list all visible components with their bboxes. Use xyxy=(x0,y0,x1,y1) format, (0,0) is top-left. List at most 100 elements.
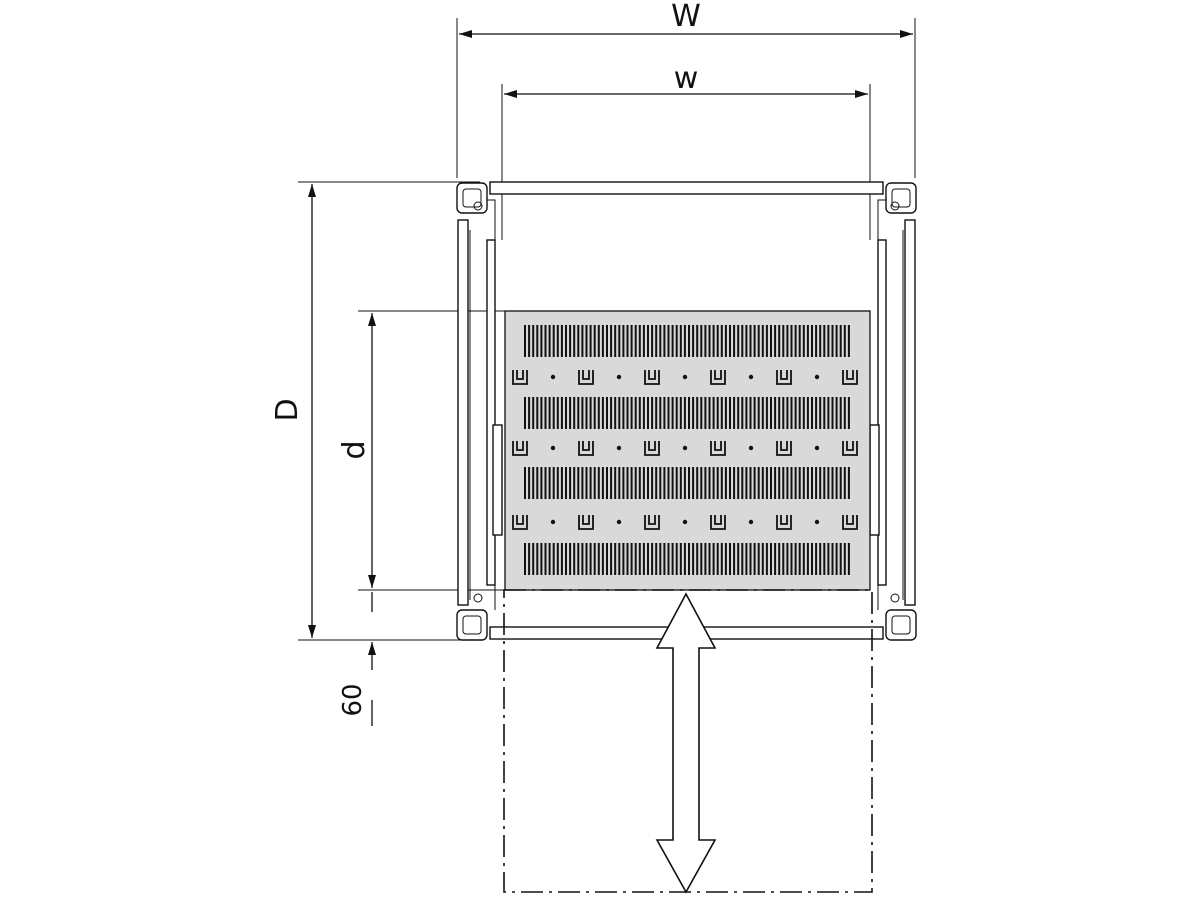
ventilation-slot xyxy=(831,397,834,429)
ventilation-slot xyxy=(765,467,768,499)
ventilation-slot xyxy=(655,325,658,357)
ventilation-slot xyxy=(712,543,715,575)
ventilation-slot xyxy=(577,325,580,357)
ventilation-slot xyxy=(790,543,793,575)
ventilation-slot xyxy=(524,543,526,575)
dimension-shelf-depth: d xyxy=(337,310,505,591)
ventilation-slot xyxy=(827,467,830,499)
ventilation-slot xyxy=(565,397,567,429)
ventilation-slot xyxy=(589,467,592,499)
ventilation-slot xyxy=(532,543,535,575)
ventilation-slot xyxy=(720,397,723,429)
ventilation-slot xyxy=(806,467,809,499)
ventilation-slot xyxy=(679,467,682,499)
cable-hook-rows xyxy=(512,370,858,530)
ventilation-slot xyxy=(630,543,633,575)
ventilation-slot xyxy=(802,397,805,429)
corner-post-bottom-left xyxy=(456,584,496,641)
label-shelf-depth: d xyxy=(337,440,372,459)
ventilation-slot xyxy=(544,543,547,575)
ventilation-slot xyxy=(581,543,584,575)
ventilation-slot xyxy=(847,543,850,575)
ventilation-slot xyxy=(724,543,727,575)
cable-hook xyxy=(512,515,528,530)
cable-hook xyxy=(842,370,858,385)
ventilation-slot xyxy=(630,397,633,429)
ventilation-slot xyxy=(659,543,662,575)
ventilation-slot xyxy=(802,325,805,357)
ventilation-slot xyxy=(765,325,768,357)
ventilation-slot xyxy=(560,325,563,357)
ventilation-slot xyxy=(811,325,813,357)
cable-hook xyxy=(644,515,660,530)
ventilation-slot xyxy=(585,325,588,357)
ventilation-slot xyxy=(606,543,608,575)
ventilation-slot xyxy=(675,397,678,429)
ventilation-slot xyxy=(667,397,670,429)
ventilation-slot xyxy=(704,467,707,499)
ventilation-slot xyxy=(741,467,744,499)
ventilation-slot xyxy=(688,325,690,357)
ventilation-slot xyxy=(794,467,797,499)
ventilation-slot xyxy=(823,543,826,575)
ventilation-slot xyxy=(778,397,781,429)
label-outer-width: W xyxy=(671,0,701,34)
ventilation-slot xyxy=(638,397,641,429)
ventilation-slot xyxy=(606,397,608,429)
ventilation-slot xyxy=(683,543,686,575)
ventilation-slot xyxy=(733,397,736,429)
mounting-hole xyxy=(814,445,820,451)
ventilation-slot xyxy=(536,325,539,357)
ventilation-slot xyxy=(577,543,580,575)
ventilation-slot xyxy=(815,543,818,575)
ventilation-slot xyxy=(651,397,654,429)
ventilation-slot xyxy=(638,467,641,499)
ventilation-slot xyxy=(683,467,686,499)
ventilation-slot xyxy=(835,325,838,357)
ventilation-slot xyxy=(700,397,703,429)
ventilation-slot xyxy=(749,325,752,357)
ventilation-slot xyxy=(642,467,645,499)
ventilation-slot xyxy=(597,397,600,429)
ventilation-slot xyxy=(614,325,617,357)
ventilation-slot xyxy=(540,397,543,429)
cable-hook xyxy=(578,441,594,456)
ventilation-slot xyxy=(634,397,637,429)
ventilation-slot xyxy=(610,543,613,575)
ventilation-slot xyxy=(716,325,719,357)
ventilation-slot xyxy=(716,467,719,499)
cable-hook xyxy=(776,370,792,385)
ventilation-slot xyxy=(589,397,592,429)
ventilation-slot xyxy=(716,397,719,429)
ventilation-slot xyxy=(806,397,809,429)
ventilation-slot xyxy=(843,397,846,429)
ventilation-slot xyxy=(552,467,555,499)
ventilation-slot xyxy=(593,397,596,429)
ventilation-slot xyxy=(606,325,608,357)
ventilation-slot xyxy=(638,325,641,357)
ventilation-slot xyxy=(626,325,629,357)
mounting-hole xyxy=(814,374,820,380)
cable-hook xyxy=(842,441,858,456)
pull-out-extent-outline xyxy=(503,589,873,893)
ventilation-slot xyxy=(663,325,666,357)
ventilation-slot xyxy=(647,397,649,429)
ventilation-slot xyxy=(597,467,600,499)
ventilation-slot xyxy=(786,467,789,499)
ventilation-slot xyxy=(532,325,535,357)
ventilation-slot xyxy=(753,325,756,357)
ventilation-slot xyxy=(556,397,559,429)
ventilation-slot xyxy=(565,325,567,357)
ventilation-slot xyxy=(618,325,621,357)
ventilation-slot xyxy=(700,543,703,575)
ventilation-slot xyxy=(532,467,535,499)
ventilation-slot xyxy=(601,325,604,357)
ventilation-slot xyxy=(823,397,826,429)
ventilation-slot xyxy=(671,467,674,499)
ventilation-slot xyxy=(786,397,789,429)
ventilation-slot xyxy=(524,397,526,429)
ventilation-slot xyxy=(765,397,768,429)
mounting-hole xyxy=(814,519,820,525)
ventilation-slot xyxy=(573,325,576,357)
ventilation-slot xyxy=(757,467,760,499)
